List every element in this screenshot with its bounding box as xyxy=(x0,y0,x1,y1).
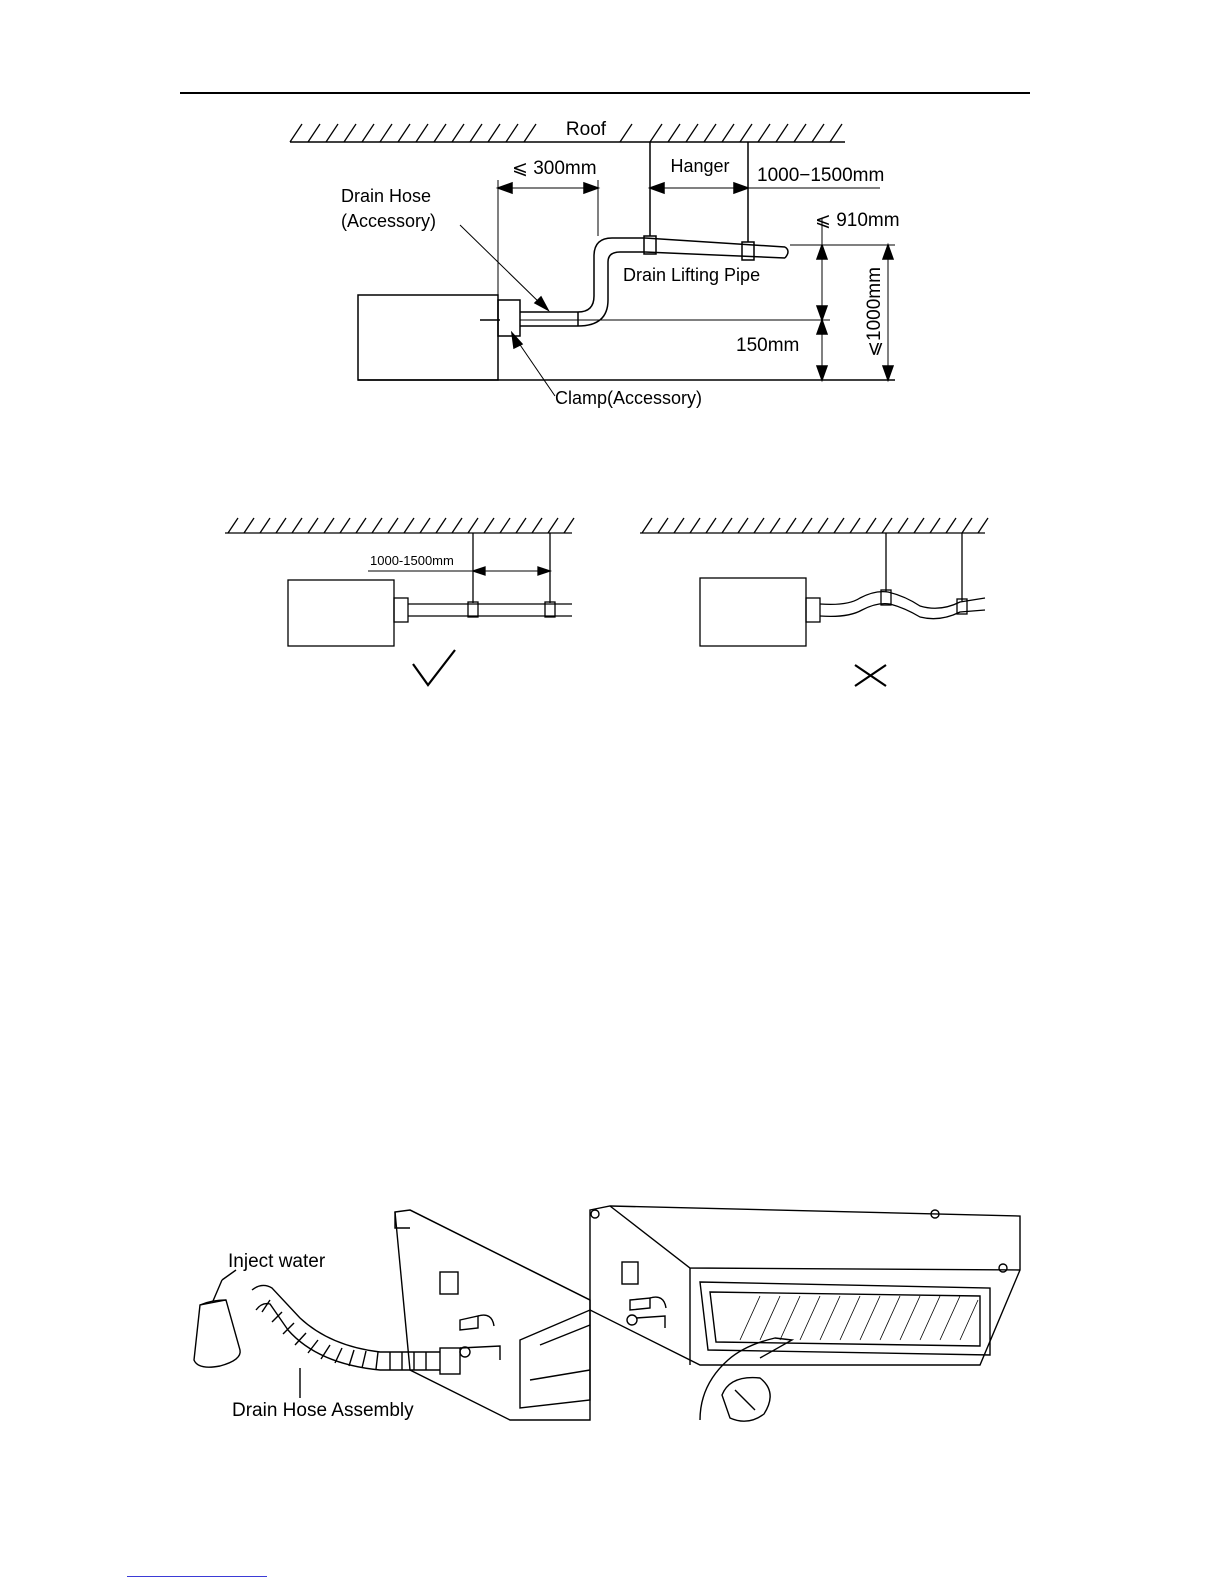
indoor-unit-right xyxy=(590,1206,1020,1421)
bag-icon xyxy=(722,1378,770,1422)
label-inject-water: Inject water xyxy=(228,1251,326,1272)
label-drain-hose-assembly: Drain Hose Assembly xyxy=(232,1400,414,1421)
indoor-unit-left xyxy=(395,1210,590,1420)
water-bottle-icon xyxy=(194,1270,240,1367)
footer-link-underline[interactable] xyxy=(127,1576,267,1577)
drain-hose-assembly xyxy=(252,1285,460,1398)
